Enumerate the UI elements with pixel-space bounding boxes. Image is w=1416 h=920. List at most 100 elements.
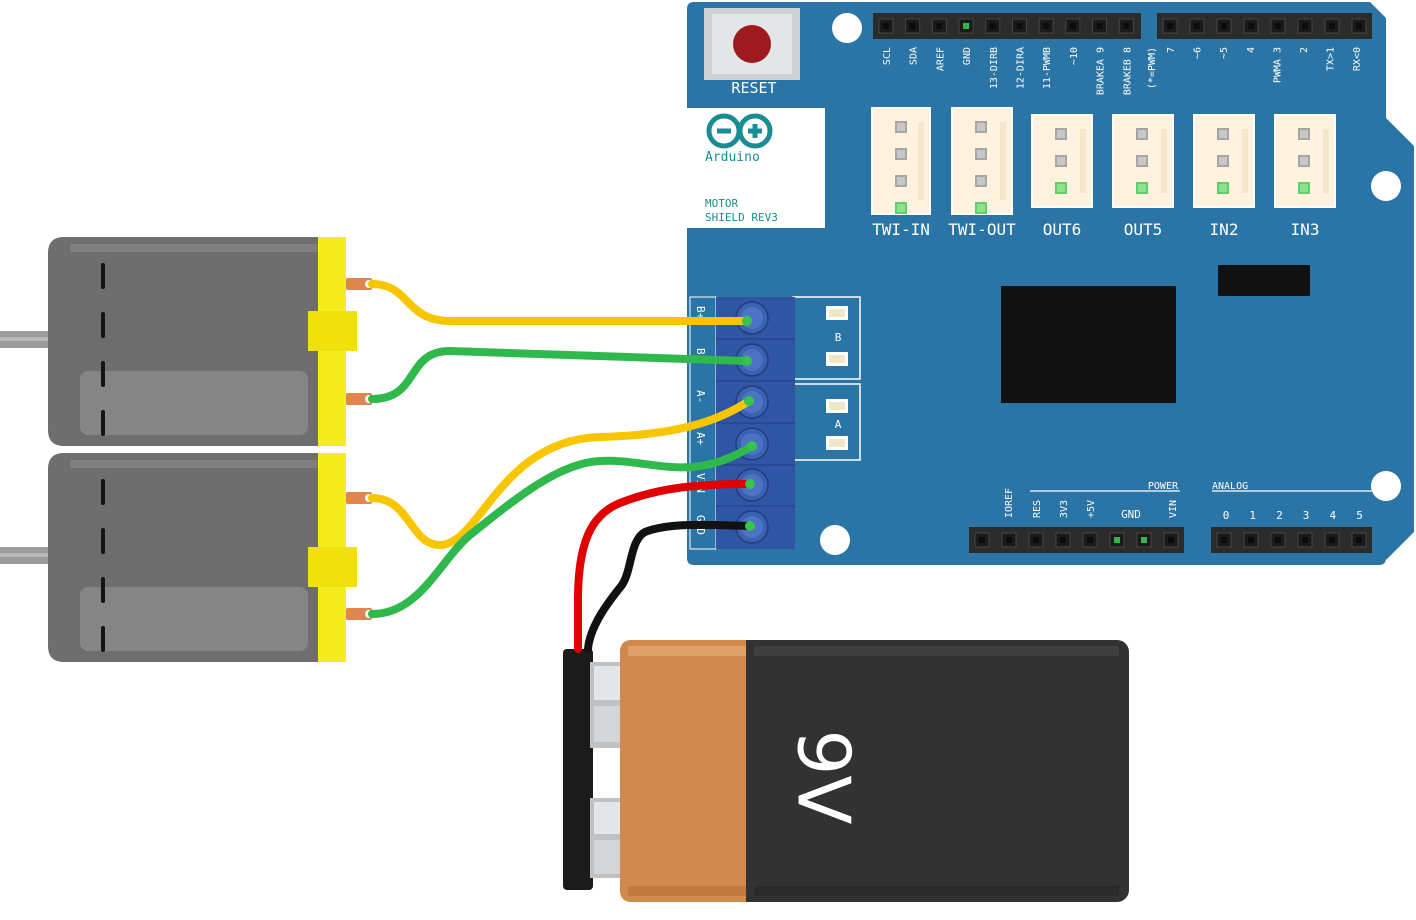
header-pin xyxy=(1162,18,1178,34)
pin-label: GND xyxy=(962,47,973,65)
motor-terminal-minus xyxy=(346,393,372,405)
header-pin xyxy=(1001,532,1017,548)
power-pin-label: RES xyxy=(1032,500,1043,518)
header-pin xyxy=(1216,532,1232,548)
connector-in3 xyxy=(1274,114,1336,208)
wire-end xyxy=(742,356,752,366)
header-pin xyxy=(974,532,990,548)
mounting-hole xyxy=(1371,171,1401,201)
wire-green-bottom-motor xyxy=(368,442,756,618)
dc-motor-top xyxy=(0,237,373,446)
pin-label: ~6 xyxy=(1193,47,1204,59)
terminal-label: B+ xyxy=(694,306,707,320)
led-a2 xyxy=(826,436,848,450)
header-pin xyxy=(1243,532,1259,548)
wire-end xyxy=(744,396,754,406)
pin-label: TX>1 xyxy=(1326,47,1337,71)
header-pin xyxy=(1270,18,1286,34)
motor-label-area xyxy=(80,587,308,651)
led-b1 xyxy=(826,306,848,320)
connector-label: IN2 xyxy=(1210,220,1239,239)
motor-label-area xyxy=(80,371,308,435)
pin-label: ~10 xyxy=(1069,47,1080,65)
pin-label: 11-PWMB xyxy=(1042,47,1053,89)
header-pin xyxy=(1065,18,1081,34)
power-pin-label: 3V3 xyxy=(1059,500,1070,518)
reset-button[interactable] xyxy=(704,8,800,80)
battery-snap-terminal xyxy=(590,798,626,878)
pin-label: 12-DIRA xyxy=(1016,47,1027,89)
header-pin xyxy=(1216,18,1232,34)
battery-body xyxy=(620,640,1129,902)
header-pin xyxy=(1082,532,1098,548)
motor-terminal-plus xyxy=(346,278,372,290)
header-pin xyxy=(1136,532,1152,548)
battery-copper-band xyxy=(620,640,746,902)
connector-label: OUT5 xyxy=(1124,220,1163,239)
dc-motor-bottom xyxy=(0,453,373,662)
analog-label: ANALOG xyxy=(1212,481,1248,492)
wire-end xyxy=(745,521,755,531)
analog-pin-label: 4 xyxy=(1329,509,1336,522)
wire-black-battery xyxy=(584,520,754,653)
pwm-note-label: (*=PWM) xyxy=(1147,47,1158,89)
header-pin xyxy=(1351,18,1367,34)
motor-terminal-plus xyxy=(346,492,372,504)
header-pin xyxy=(1118,18,1134,34)
reset-label: RESET xyxy=(731,79,776,97)
header-pin xyxy=(958,18,974,34)
header-pin xyxy=(878,18,894,34)
wire-end xyxy=(745,479,755,489)
model-label-line2: SHIELD REV3 xyxy=(705,211,778,224)
header-pin xyxy=(1012,18,1027,34)
power-label: POWER xyxy=(1148,481,1179,492)
small-chip xyxy=(1218,265,1310,296)
motor-shield: RESET Arduino MOTOR SHIELD REV3 SCL SDA AR… xyxy=(687,2,1414,565)
header-pin xyxy=(1028,532,1044,548)
motor-driver-chip xyxy=(1001,286,1176,403)
power-pin-label: VIN xyxy=(1168,500,1179,518)
led-b-label: B xyxy=(835,331,842,344)
pin-label: BRAKEA 9 xyxy=(1096,47,1107,95)
brand-label: Arduino xyxy=(705,150,760,165)
pin-label: RX<0 xyxy=(1352,47,1363,71)
analog-pin-label: 5 xyxy=(1356,509,1363,522)
header-pin xyxy=(1038,18,1054,34)
connector-in2 xyxy=(1193,114,1255,208)
header-pin xyxy=(1297,18,1313,34)
header-pin xyxy=(1163,532,1179,548)
pin-label: BRAKEB 8 xyxy=(1122,47,1133,95)
header-pin xyxy=(1324,532,1340,548)
mounting-hole xyxy=(1371,471,1401,501)
connector-label: TWI-OUT xyxy=(948,220,1016,239)
analog-pin-label: 1 xyxy=(1249,509,1256,522)
pin-label: SCL xyxy=(882,47,893,65)
analog-header xyxy=(1211,527,1372,553)
wire-end xyxy=(747,441,757,451)
wire-yellow-bottom-motor xyxy=(368,397,753,549)
connector-out5 xyxy=(1112,114,1174,208)
top-header-b xyxy=(1157,13,1372,39)
wires xyxy=(368,280,756,653)
wire-yellow-top-motor xyxy=(368,280,751,325)
model-label-line1: MOTOR xyxy=(705,197,738,210)
pin-label: PWMA 3 xyxy=(1272,47,1283,83)
pin-label: AREF xyxy=(935,47,946,71)
connector-label: OUT6 xyxy=(1043,220,1082,239)
battery-label: 9V xyxy=(781,729,865,824)
analog-pin-label: 3 xyxy=(1303,509,1310,522)
header-pin xyxy=(931,18,947,34)
pin-label: 13-DIRB xyxy=(989,47,1000,89)
power-pin-label: GND xyxy=(1121,508,1141,521)
header-pin xyxy=(1297,532,1313,548)
connector-twi-in xyxy=(871,107,931,215)
pin-label: SDA xyxy=(909,47,920,65)
header-pin xyxy=(1109,532,1125,548)
wire-end xyxy=(742,316,752,326)
analog-pin-label: 2 xyxy=(1276,509,1283,522)
wire-red-battery xyxy=(574,480,754,653)
pin-label: 7 xyxy=(1166,47,1177,53)
power-pin-label: IOREF xyxy=(1004,488,1015,518)
battery-clip xyxy=(563,649,593,890)
led-b2 xyxy=(826,352,848,366)
